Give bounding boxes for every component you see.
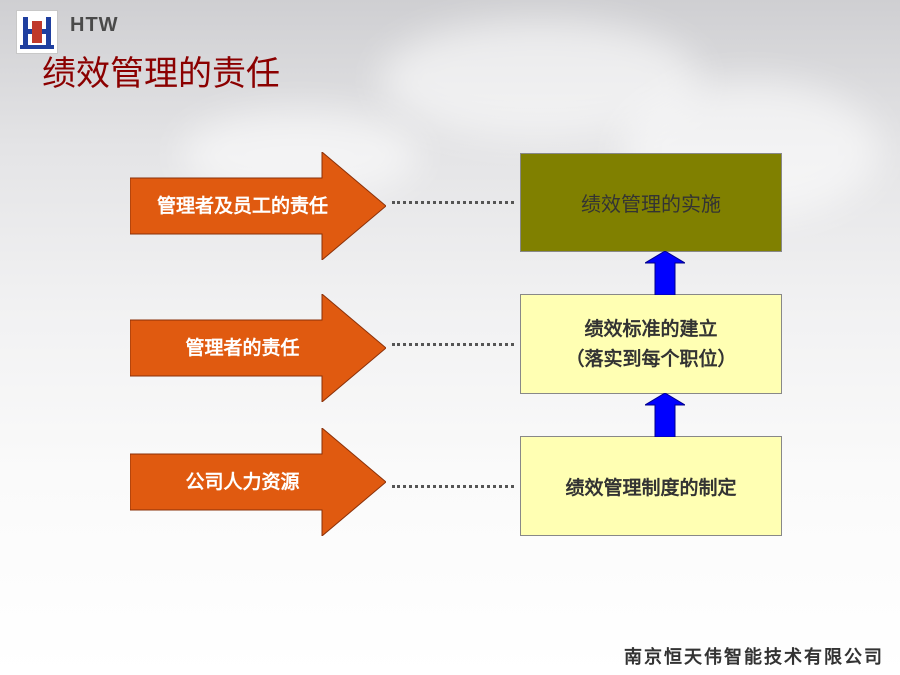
up-arrow-icon	[643, 392, 687, 438]
box-label: 绩效管理的实施	[581, 192, 721, 216]
box-label: 绩效管理制度的制定	[565, 476, 737, 499]
box-standards: 绩效标准的建立 （落实到每个职位）	[520, 294, 782, 394]
dotted-connector	[392, 343, 514, 346]
company-logo	[16, 10, 58, 54]
box-system: 绩效管理制度的制定	[520, 436, 782, 536]
up-arrow-icon	[643, 250, 687, 296]
box-label: 绩效标准的建立	[584, 318, 718, 340]
arrow-label: 管理者的责任	[185, 337, 300, 359]
box-sublabel: （落实到每个职位）	[565, 348, 737, 370]
page-title: 绩效管理的责任	[42, 54, 280, 94]
company-footer: 南京恒天伟智能技术有限公司	[624, 647, 884, 668]
arrow-label: 管理者及员工的责任	[156, 195, 328, 217]
responsibility-arrow-managers: 管理者的责任	[130, 294, 386, 402]
responsibility-arrow-hr: 公司人力资源	[130, 428, 386, 536]
box-implementation: 绩效管理的实施	[520, 153, 782, 252]
dotted-connector	[392, 201, 514, 204]
responsibility-arrow-employees: 管理者及员工的责任	[130, 152, 386, 260]
dotted-connector	[392, 485, 514, 488]
brand-name: HTW	[70, 14, 119, 36]
arrow-label: 公司人力资源	[185, 471, 300, 493]
